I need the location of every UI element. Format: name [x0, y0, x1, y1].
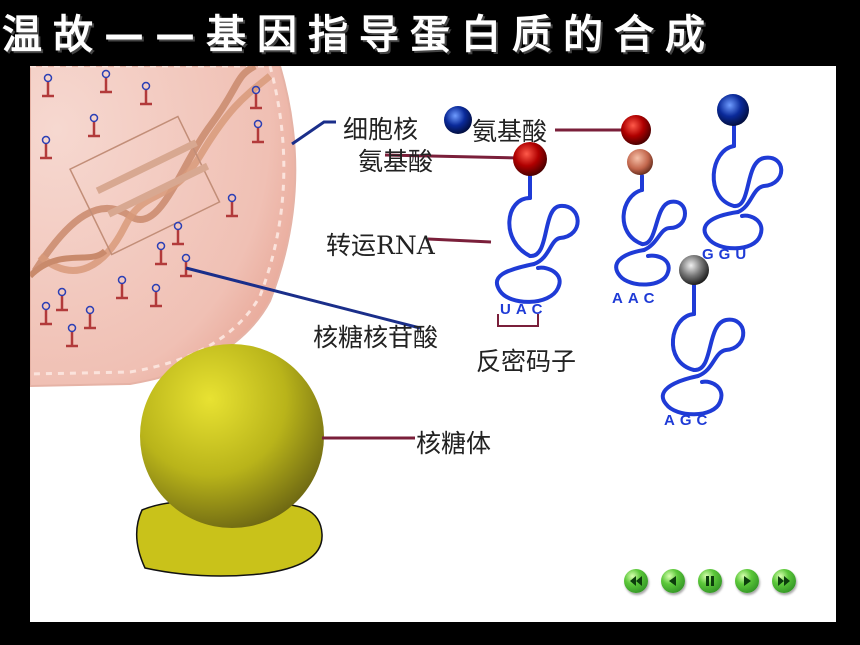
next-icon [744, 576, 751, 586]
trna-3 [702, 120, 784, 251]
label-trna: 转运RNA [326, 231, 435, 260]
amino-acid-trna-2 [627, 149, 653, 175]
label-amino-acid-1: 氨基酸 [472, 117, 548, 146]
trna-1 [495, 164, 580, 304]
pause-button[interactable] [698, 569, 722, 593]
anticodon-trna-3: GGU [702, 246, 752, 263]
amino-acid-trna-3 [717, 94, 749, 126]
amino-acid-free [621, 115, 651, 145]
label-ribosome: 核糖体 [416, 429, 492, 458]
next-button[interactable] [735, 569, 759, 593]
slide-title: 温故——基因指导蛋白质的合成 [2, 12, 716, 58]
first-button[interactable] [624, 569, 648, 593]
first-icon [630, 576, 642, 586]
leader-lines [185, 120, 630, 440]
ribosome [136, 344, 324, 577]
amino-acid-blue-legend [444, 106, 472, 134]
playback-controls [624, 569, 796, 593]
label-anticodon: 反密码子 [476, 347, 577, 376]
label-nucleus: 细胞核 [343, 115, 419, 144]
trna-4 [660, 280, 746, 417]
nucleus [30, 66, 297, 388]
prev-icon [669, 576, 676, 586]
last-button[interactable] [772, 569, 796, 593]
amino-acid-trna-1 [513, 142, 547, 176]
nucleotide-pool [40, 69, 264, 348]
dna-helix [30, 66, 273, 279]
anticodon-trna-1: UAC [500, 301, 548, 318]
last-icon [778, 576, 790, 586]
prev-button[interactable] [661, 569, 685, 593]
trna-2 [614, 174, 687, 287]
anticodon-trna-2: AAC [612, 290, 660, 307]
pause-icon [706, 576, 714, 586]
anticodon-trna-4: AGC [664, 412, 713, 429]
label-amino-acid-2: 氨基酸 [358, 147, 434, 176]
label-nucleotide: 核糖核苷酸 [313, 323, 439, 352]
diagram-canvas: 细胞核 氨基酸 氨基酸 转运RNA 核糖核苷酸 反密码子 核糖体 UAC AAC… [30, 66, 836, 622]
amino-acid-trna-4 [679, 255, 709, 285]
amino-acids [444, 94, 749, 285]
diagram-graphic [30, 66, 784, 577]
